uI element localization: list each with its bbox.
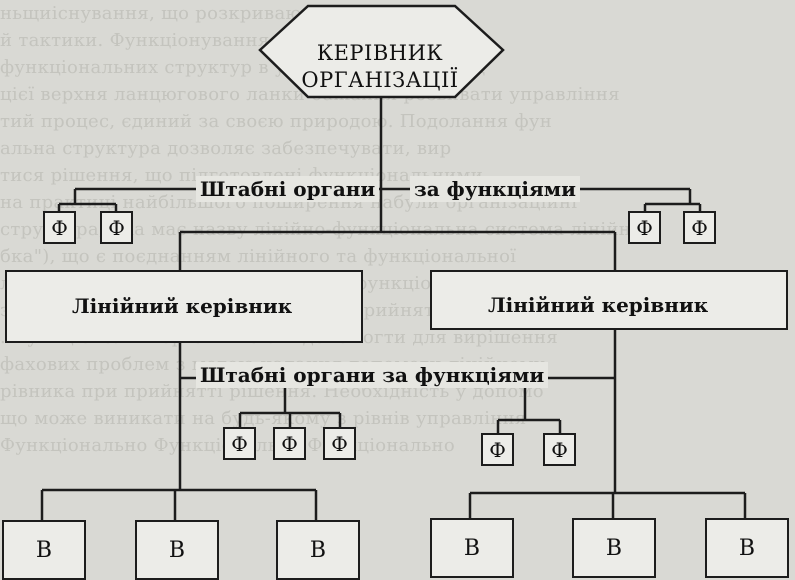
- head-line-2: ОРГАНІЗАЦІЇ: [301, 68, 459, 92]
- staff-top-label-right: за функціями: [410, 176, 580, 202]
- staff-top-label-left: Штабні органи: [196, 176, 380, 202]
- organization-head: КЕРІВНИК ОРГАНІЗАЦІЇ: [300, 40, 460, 94]
- staff-function-box: Ф: [543, 433, 576, 466]
- line-manager-label-left: Лінійний керівник: [72, 294, 293, 318]
- line-manager-box-right: [430, 270, 788, 330]
- head-line-1: КЕРІВНИК: [316, 41, 444, 65]
- staff-function-box: Ф: [481, 433, 514, 466]
- staff-function-box: Ф: [223, 427, 256, 460]
- background-text-line: альна структура дозволяє забезпечувати, …: [0, 138, 452, 159]
- staff-function-box: Ф: [43, 211, 76, 244]
- staff-function-box: Ф: [683, 211, 716, 244]
- executor-box: В: [2, 520, 86, 580]
- line-manager-label-right: Лінійний керівник: [488, 293, 709, 317]
- staff-function-box: Ф: [628, 211, 661, 244]
- background-text-line: що може виникати на будь-якому з рівнів …: [0, 408, 527, 429]
- staff-function-box: Ф: [273, 427, 306, 460]
- staff-function-box: Ф: [323, 427, 356, 460]
- staff-mid-label: Штабні органи за функціями: [196, 362, 549, 388]
- background-text-line: структура, яка має назву лінійно-функціо…: [0, 219, 632, 240]
- executor-box: В: [276, 520, 360, 580]
- executor-box: В: [430, 518, 514, 578]
- background-text-line: бка"), що є поєднанням лінійного та функ…: [0, 246, 517, 267]
- head-hexagon: [258, 4, 505, 99]
- executor-box: В: [572, 518, 656, 578]
- executor-box: В: [705, 518, 789, 578]
- executor-box: В: [135, 520, 219, 580]
- staff-function-box: Ф: [100, 211, 133, 244]
- line-manager-box-left: [5, 270, 363, 343]
- background-text-line: тий процес, єдиний за своєю природою. По…: [0, 111, 553, 132]
